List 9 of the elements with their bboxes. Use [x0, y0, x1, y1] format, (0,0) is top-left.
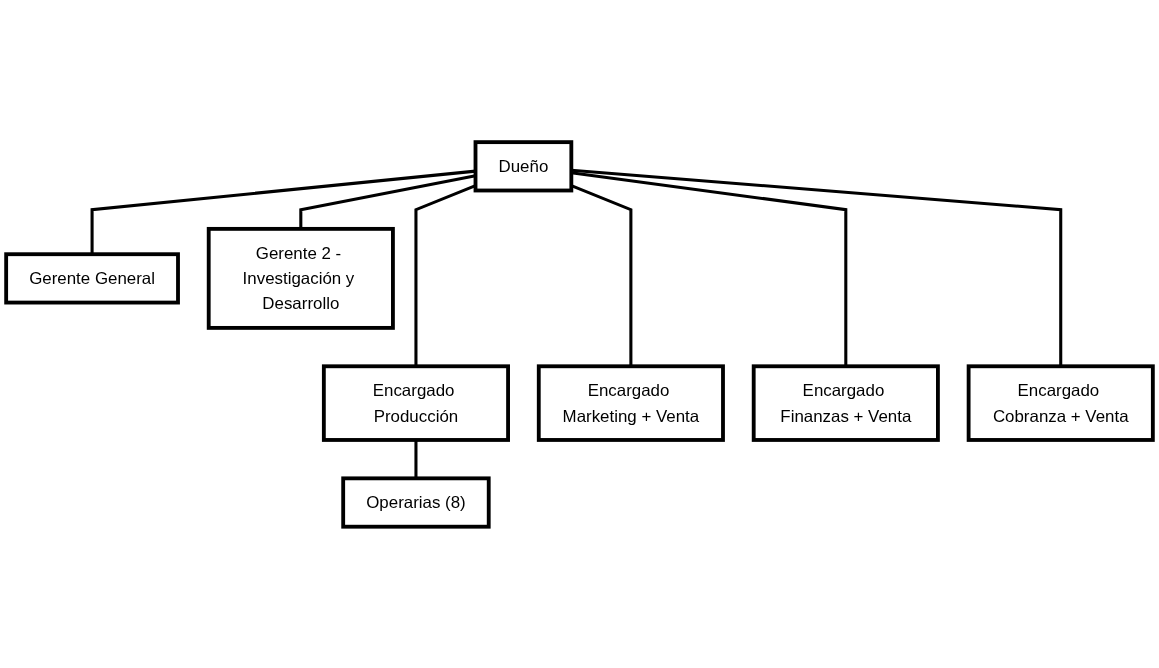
node-box: Gerente General: [4, 251, 180, 305]
node-box: Encargado Finanzas + Venta: [751, 363, 940, 442]
node-box: Dueño: [473, 139, 574, 192]
node-box: Gerente 2 - Investigación y Desarrollo: [206, 226, 395, 330]
node-box: Encargado Producción: [321, 363, 510, 442]
node-box: Operarias (8): [341, 476, 491, 529]
node-box: Encargado Marketing + Venta: [536, 363, 725, 442]
node-box: Encargado Cobranza + Venta: [966, 363, 1155, 442]
connector: [414, 439, 418, 478]
